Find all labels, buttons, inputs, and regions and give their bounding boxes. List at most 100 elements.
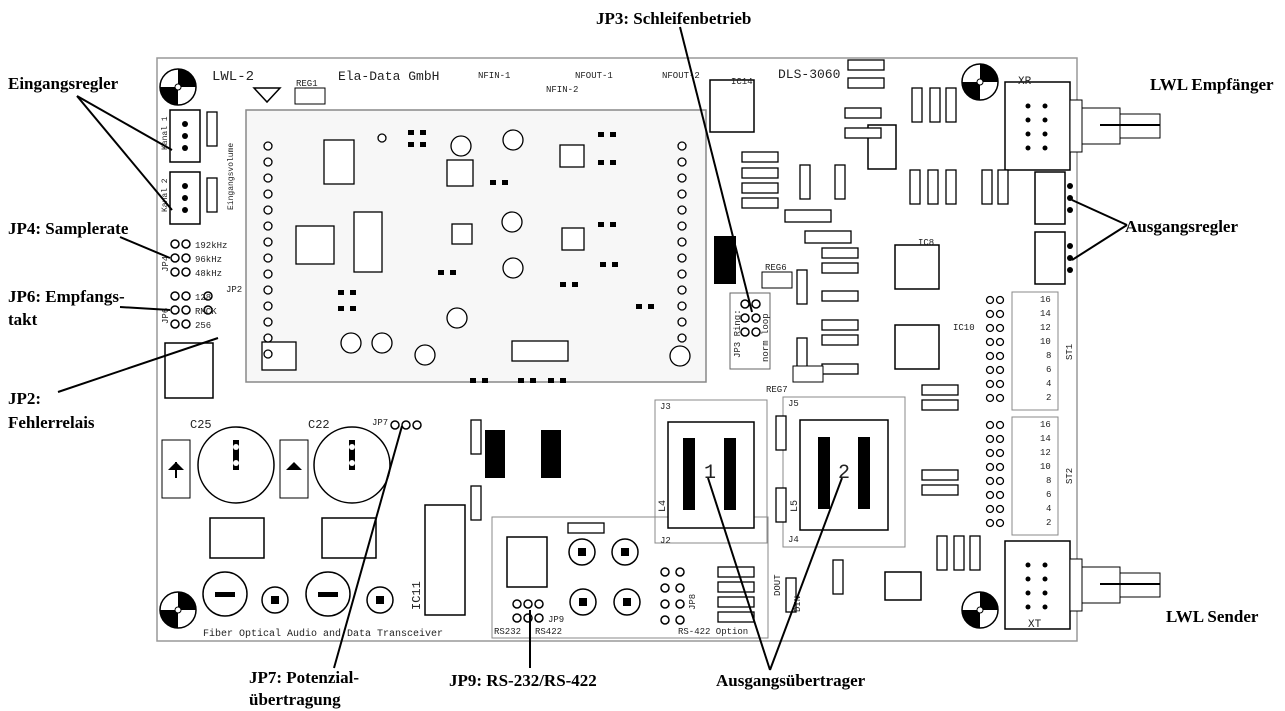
callout-lwl-sender: LWL Sender	[1166, 607, 1259, 626]
label-sr-96: 96kHz	[195, 255, 222, 265]
label-st-2b: 2	[1046, 518, 1051, 528]
label-rs422: RS422	[535, 627, 562, 637]
callout-jp3: JP3: Schleifenbetrieb	[596, 9, 752, 28]
mounting-hole-tr	[961, 63, 999, 101]
label-nfin1: NFIN-1	[478, 71, 510, 81]
label-st-6a: 6	[1046, 365, 1051, 375]
callout-lwl-empfaenger: LWL Empfänger	[1150, 75, 1274, 94]
label-ic8: IC8	[918, 238, 934, 248]
label-j3: J3	[660, 402, 671, 412]
callout-jp7-line2: übertragung	[249, 690, 341, 709]
transformers	[667, 419, 889, 531]
callout-jp9: JP9: RS-232/RS-422	[449, 671, 597, 690]
ic-packages	[164, 79, 940, 616]
mounting-hole-bl	[159, 591, 197, 629]
label-nfout2: NFOUT-2	[662, 71, 700, 81]
label-jp3-ring: JP3 Ring:	[733, 309, 743, 358]
label-st2: ST2	[1065, 468, 1075, 484]
label-st-14b: 14	[1040, 434, 1051, 444]
triangle-mark	[252, 87, 282, 104]
label-st-2a: 2	[1046, 393, 1051, 403]
callout-jp7-line1: JP7: Potenzial-	[249, 668, 359, 687]
regulators	[294, 87, 824, 478]
label-jp3-opts: norm loop	[761, 313, 771, 362]
callout-jp4: JP4: Samplerate	[8, 219, 129, 238]
label-xr: XR	[1018, 76, 1032, 88]
label-dout: DOUT	[773, 574, 783, 596]
board-title: LWL-2	[212, 69, 254, 85]
label-jp6-128: 128	[195, 293, 211, 303]
label-xt: XT	[1028, 619, 1042, 631]
label-st-16b: 16	[1040, 420, 1051, 430]
label-jp2: JP2	[226, 285, 242, 295]
callout-ausgangsregler: Ausgangsregler	[1125, 217, 1239, 236]
daughterboard-components	[261, 129, 691, 371]
label-st-14a: 14	[1040, 309, 1051, 319]
daughterboard-pins	[263, 141, 687, 359]
label-st-8a: 8	[1046, 351, 1051, 361]
label-reg1: REG1	[296, 79, 318, 89]
board-maker: Ela-Data GmbH	[338, 69, 439, 84]
label-din: DIN	[793, 596, 803, 612]
jp3-box	[729, 292, 771, 370]
label-jp6-rmck: RMCK	[195, 307, 217, 317]
label-st-4b: 4	[1046, 504, 1051, 514]
callout-jp6-line2: takt	[8, 310, 38, 329]
label-ic14: IC14	[731, 77, 753, 87]
label-st-8b: 8	[1046, 476, 1051, 486]
resistors	[206, 59, 1009, 623]
diode-d2	[279, 439, 309, 499]
header-st2	[985, 416, 1059, 536]
label-c25: C25	[190, 418, 212, 432]
mounting-hole-br	[961, 591, 999, 629]
rs422-option-box	[491, 516, 769, 639]
label-st-4a: 4	[1046, 379, 1051, 389]
label-nfout1: NFOUT-1	[575, 71, 613, 81]
label-jp9: JP9	[548, 615, 564, 625]
label-eingangsvolume: Eingangsvolume	[227, 143, 236, 210]
label-j5: J5	[788, 399, 799, 409]
label-jp7: JP7	[372, 418, 388, 428]
label-rs422-option: RS-422 Option	[678, 627, 748, 637]
capacitor-c25	[197, 426, 275, 504]
trim-pots	[169, 109, 1073, 285]
label-jp8: JP8	[688, 594, 698, 610]
label-rs232: RS232	[494, 627, 521, 637]
label-l5: L5	[790, 500, 801, 512]
callout-jp2-line1: JP2:	[8, 389, 42, 408]
capacitor-c22	[313, 426, 391, 504]
label-kanal1: Kanal 1	[161, 116, 170, 150]
diode-d5	[161, 439, 191, 499]
jumper-pins	[170, 239, 761, 625]
label-kanal2: Kanal 2	[161, 178, 170, 212]
label-xfmr-1: 1	[704, 462, 716, 485]
board-model: DLS-3060	[778, 67, 840, 82]
board-tagline: Fiber Optical Audio and Data Transceiver	[203, 628, 443, 640]
smd-pads	[338, 130, 654, 383]
label-st-10b: 10	[1040, 462, 1051, 472]
callout-jp6-line1: JP6: Empfangs-	[8, 287, 125, 306]
label-st1: ST1	[1065, 344, 1075, 360]
label-sr-48: 48kHz	[195, 269, 222, 279]
label-st-12b: 12	[1040, 448, 1051, 458]
label-nfin2: NFIN-2	[546, 85, 578, 95]
label-jp6-256: 256	[195, 321, 211, 331]
callout-eingangsregler: Eingangsregler	[8, 74, 119, 93]
label-ic11: IC11	[410, 581, 424, 610]
label-j2: J2	[660, 536, 671, 546]
label-ic10: IC10	[953, 323, 975, 333]
callout-lines	[57, 26, 1160, 671]
mounting-hole-tl	[159, 68, 197, 106]
header-st1	[985, 291, 1059, 411]
label-jp4: JP4	[161, 256, 171, 272]
label-jp6: JP6	[161, 308, 171, 324]
label-st-6b: 6	[1046, 490, 1051, 500]
callout-jp2-line2: Fehlerrelais	[8, 413, 95, 432]
label-reg7: REG7	[766, 385, 788, 395]
label-st-10a: 10	[1040, 337, 1051, 347]
label-st-12a: 12	[1040, 323, 1051, 333]
label-st-16a: 16	[1040, 295, 1051, 305]
label-j4: J4	[788, 535, 799, 545]
fiber-connector-xt	[1004, 540, 1161, 630]
